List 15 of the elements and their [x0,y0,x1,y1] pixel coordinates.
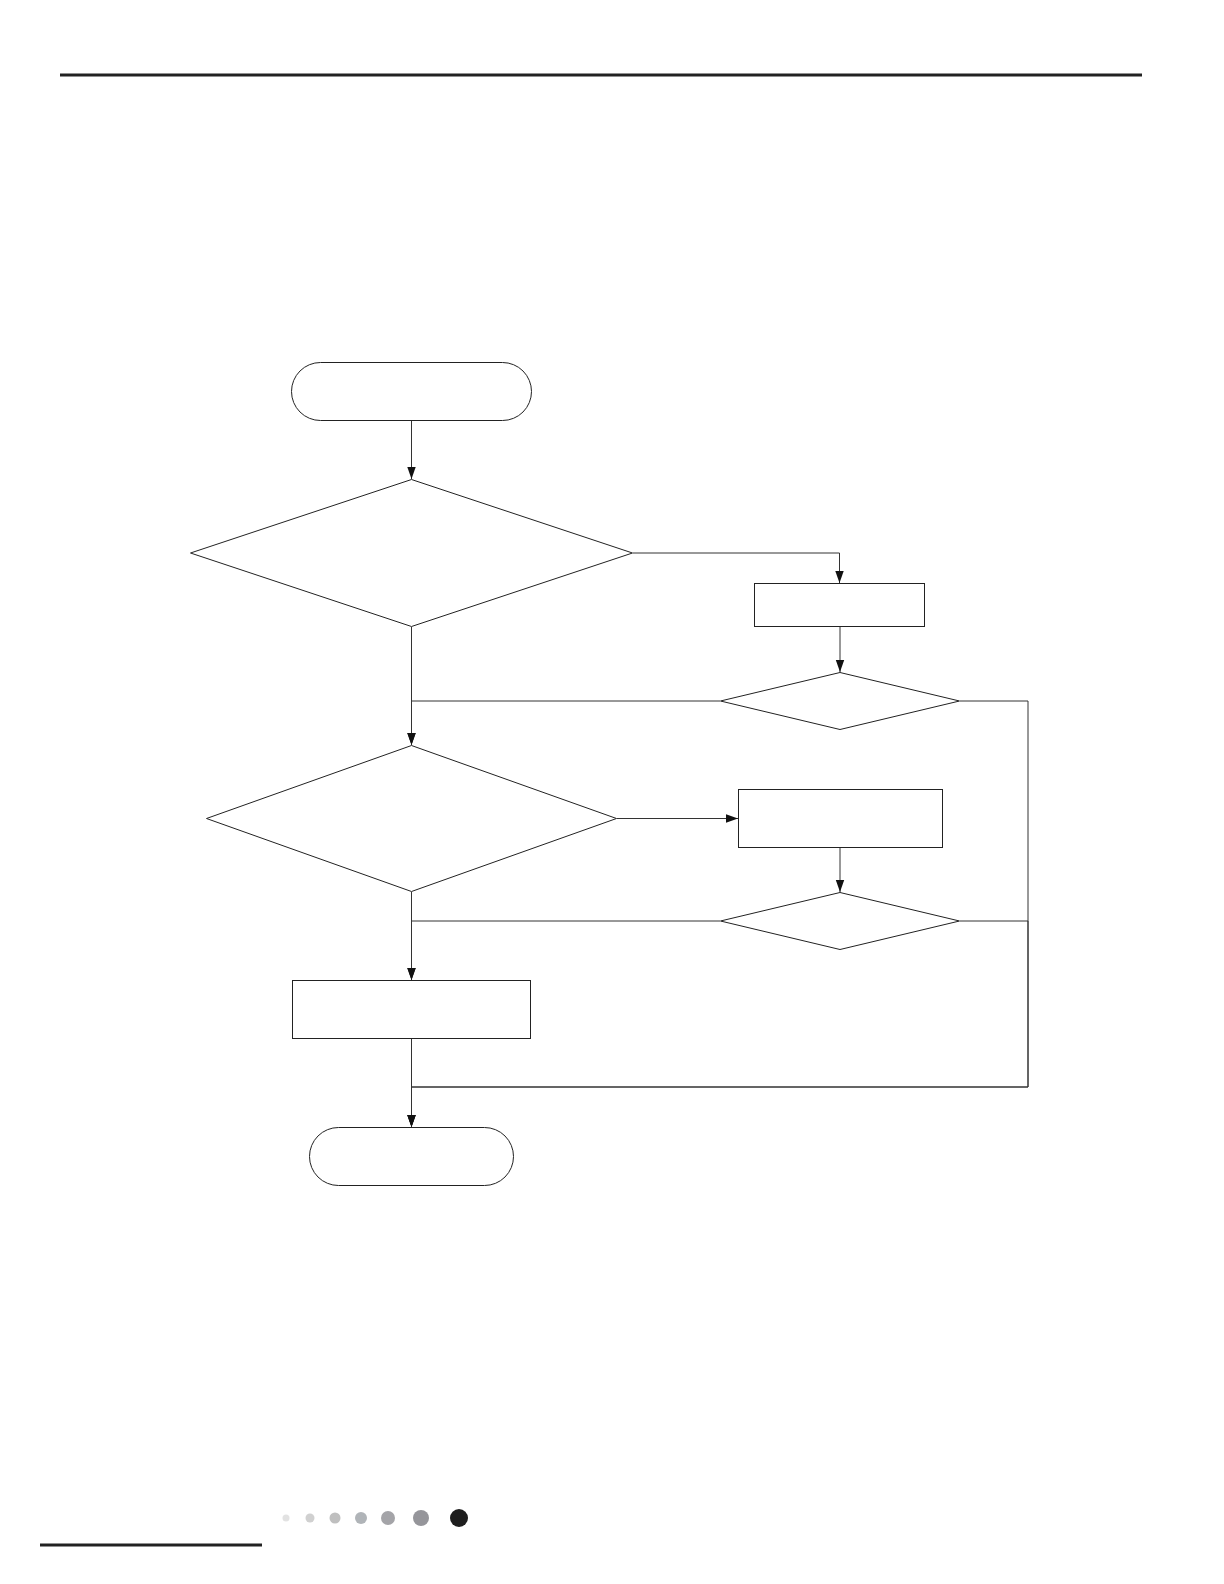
arrow [616,814,739,823]
decision-diamond [720,672,960,730]
arrow [407,420,416,480]
arrow [835,626,845,673]
process-box [738,789,943,848]
arrow [407,920,721,981]
decision-diamond [720,892,960,950]
process-box [754,583,925,627]
decision-diamond [206,745,617,892]
process-box [292,980,531,1039]
arrow [835,847,845,893]
decision-diamond [190,479,633,627]
arrow [632,552,844,584]
arrow [407,700,721,746]
arrow [407,1038,416,1128]
